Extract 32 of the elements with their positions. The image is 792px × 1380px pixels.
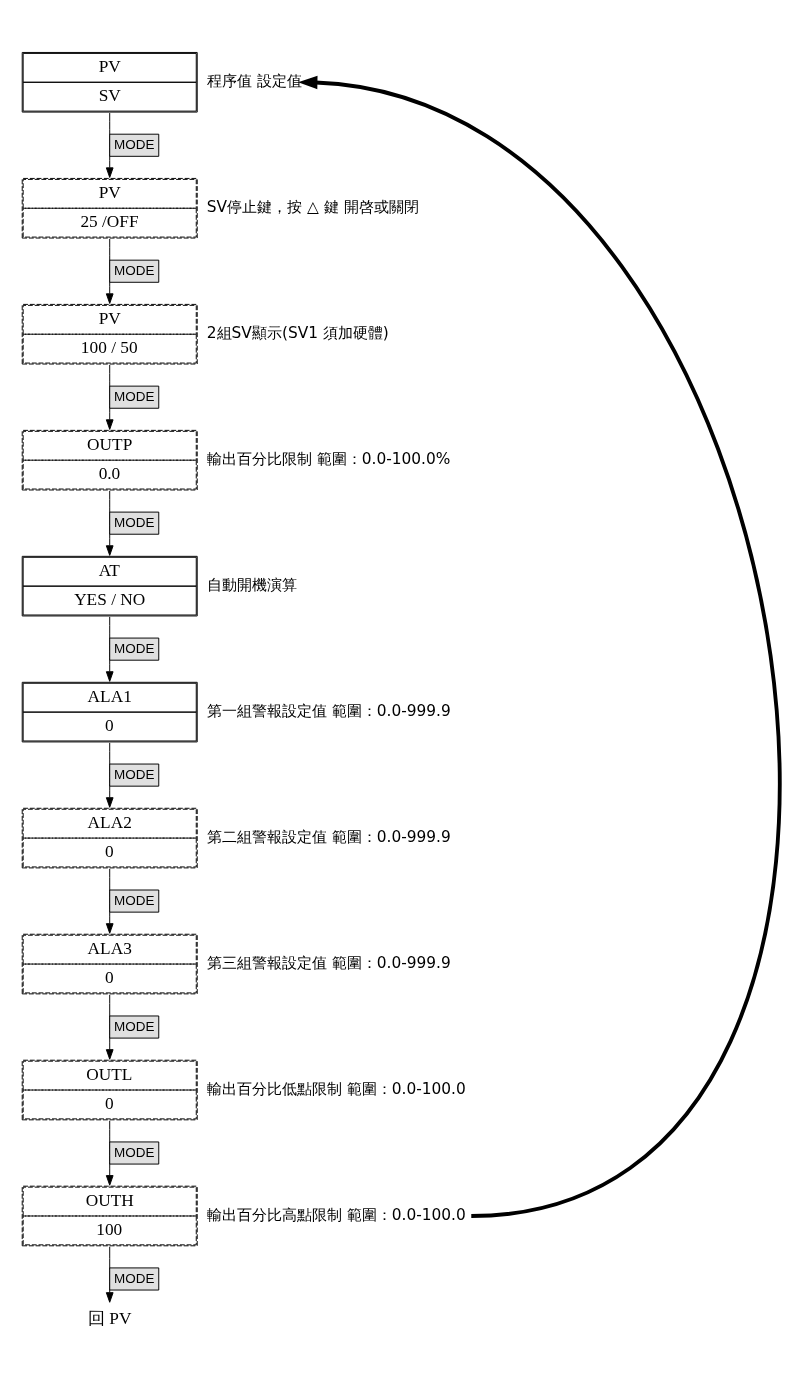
edge-label: MODE — [114, 767, 155, 783]
arrow — [105, 1246, 114, 1303]
arrow — [105, 868, 114, 934]
arrow — [105, 1120, 114, 1186]
node-text: 回 PV — [88, 1309, 132, 1329]
edge-label: MODE — [114, 1145, 155, 1161]
node-label: 輸出百分比高點限制 範圍：0.0-100.0 — [206, 1205, 466, 1224]
arrow — [105, 742, 114, 808]
edge-label: MODE — [114, 893, 155, 909]
node-label: 第一組警報設定值 範圍：0.0-999.9 — [206, 701, 451, 720]
node-label: SV停止鍵，按 △ 鍵 開啓或關閉 — [206, 197, 419, 216]
node-label: 程序值 設定值 — [206, 71, 302, 90]
edge-label: MODE — [114, 1271, 155, 1287]
node-label: 輸出百分比限制 範圍：0.0-100.0% — [206, 449, 451, 468]
arrow — [105, 616, 114, 682]
arrow — [298, 75, 782, 1218]
arrow — [105, 490, 114, 556]
edge-label: MODE — [114, 515, 155, 531]
node-label: 輸出百分比低點限制 範圍：0.0-100.0 — [206, 1079, 466, 1098]
arrow — [105, 364, 114, 430]
arrow — [105, 238, 114, 304]
edge-label: MODE — [114, 1019, 155, 1035]
node-label: 第二組警報設定值 範圍：0.0-999.9 — [206, 827, 451, 846]
edge-label: MODE — [114, 641, 155, 657]
node-label: 第三組警報設定值 範圍：0.0-999.9 — [206, 953, 451, 972]
arrow — [105, 112, 114, 178]
node-label: 自動開機演算 — [206, 575, 297, 594]
node-label: 2組SV顯示(SV1 須加硬體) — [206, 323, 389, 342]
edge-label: MODE — [114, 137, 155, 153]
edge-label: MODE — [114, 389, 155, 405]
edge-label: MODE — [114, 263, 155, 279]
arrow — [105, 994, 114, 1060]
